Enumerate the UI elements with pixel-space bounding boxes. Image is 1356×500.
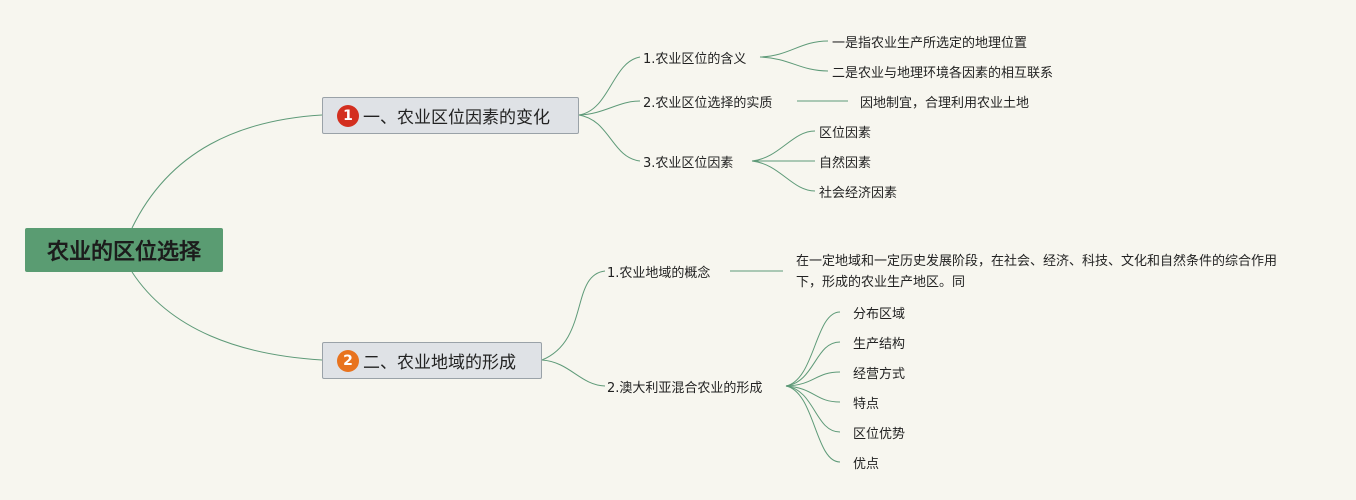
leaf-factor-location[interactable]: 区位因素: [819, 126, 872, 141]
subtopic-essence[interactable]: 2.农业区位选择的实质: [643, 96, 773, 111]
branch-topic-1-label: 一、农业区位因素的变化: [363, 108, 550, 128]
link-b2-s2: [541, 359, 606, 387]
link-s5-l4: [785, 385, 841, 403]
root-topic[interactable]: 农业的区位选择: [25, 228, 223, 272]
subtopic-australia[interactable]: 2.澳大利亚混合农业的形成: [607, 381, 763, 396]
link-s5-l1: [785, 311, 841, 387]
leaf-location-advantage[interactable]: 区位优势: [853, 427, 906, 442]
link-b1-s3: [578, 114, 641, 162]
link-s1-l1: [759, 40, 829, 58]
link-s3-l1: [751, 130, 816, 162]
leaf-essence-1[interactable]: 因地制宜，合理利用农业土地: [860, 96, 1030, 111]
link-s1-l2: [759, 56, 829, 72]
leaf-meaning-2[interactable]: 二是农业与地理环境各因素的相互联系: [832, 66, 1054, 81]
priority-1-icon: 1: [337, 104, 359, 127]
priority-2-icon: 2: [337, 349, 359, 372]
leaf-distribution[interactable]: 分布区域: [853, 307, 906, 322]
branch-topic-1[interactable]: 1 一、农业区位因素的变化: [322, 97, 579, 134]
leaf-factor-socioeconomic[interactable]: 社会经济因素: [819, 186, 898, 201]
branch-topic-2-label: 二、农业地域的形成: [363, 353, 516, 373]
link-root-b1: [131, 114, 323, 229]
branch-topic-2[interactable]: 2 二、农业地域的形成: [322, 342, 542, 379]
link-s3-l3: [751, 160, 816, 192]
subtopic-meaning[interactable]: 1.农业区位的含义: [643, 52, 747, 67]
subtopic-factors[interactable]: 3.农业区位因素: [643, 156, 734, 171]
root-topic-label: 农业的区位选择: [46, 240, 201, 265]
leaf-management-mode[interactable]: 经营方式: [853, 367, 906, 382]
leaf-meaning-1[interactable]: 一是指农业生产所选定的地理位置: [832, 36, 1028, 51]
link-b1-s1: [578, 56, 641, 116]
link-root-b2: [131, 271, 323, 361]
leaf-concept-definition[interactable]: 在一定地域和一定历史发展阶段，在社会、经济、科技、文化和自然条件的综合作用下，形…: [796, 254, 1278, 290]
link-b1-s2: [578, 100, 641, 116]
link-b2-s1: [541, 270, 606, 361]
link-s5-l3: [785, 371, 841, 387]
leaf-factor-natural[interactable]: 自然因素: [819, 156, 872, 171]
link-s5-l2: [785, 341, 841, 387]
link-s5-l5: [785, 385, 841, 433]
leaf-characteristics[interactable]: 特点: [853, 397, 880, 412]
leaf-production-structure[interactable]: 生产结构: [853, 337, 906, 352]
link-s5-l6: [785, 385, 841, 463]
subtopic-concept[interactable]: 1.农业地域的概念: [607, 266, 711, 281]
leaf-merits[interactable]: 优点: [853, 457, 880, 472]
